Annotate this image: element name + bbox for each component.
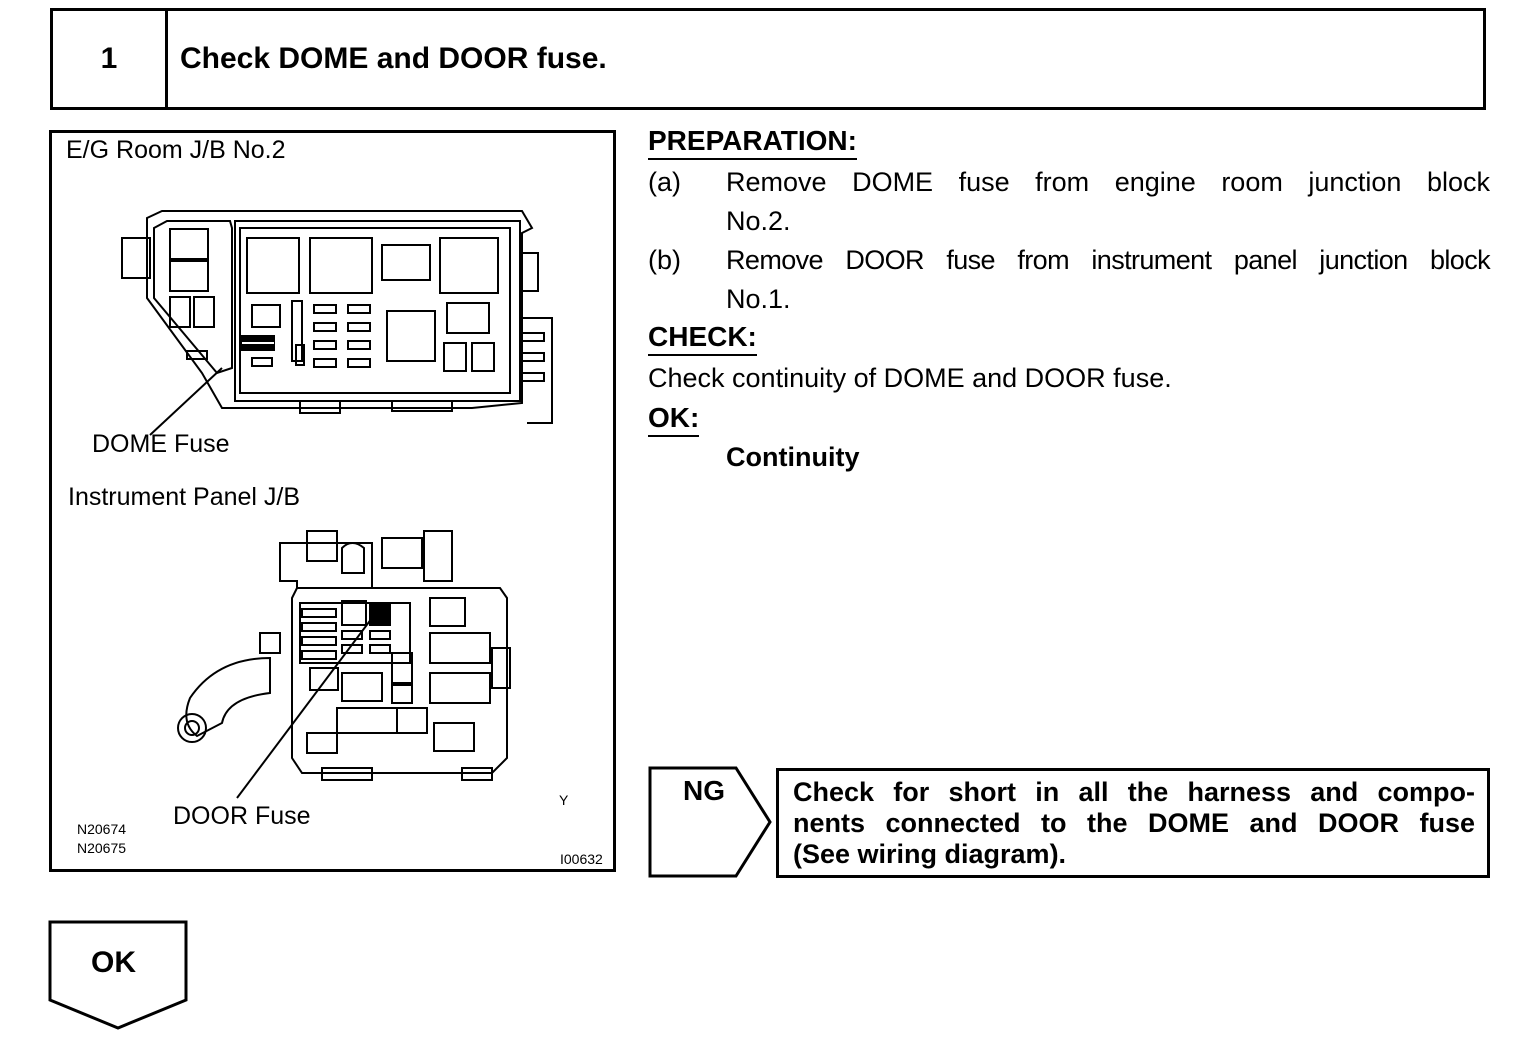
ok-arrow-shape	[48, 920, 188, 1030]
preparation-heading: PREPARATION:	[648, 125, 857, 160]
figure-ref-y: Y	[559, 792, 569, 808]
junction-block-illustration	[121, 210, 553, 799]
label-door-fuse: DOOR Fuse	[173, 802, 311, 830]
check-heading: CHECK:	[648, 321, 757, 356]
engine-room-junction-block-drawing	[121, 210, 553, 436]
figure-ref-2: N20675	[77, 840, 127, 856]
ng-arrow-shape	[648, 766, 772, 878]
prep-item-b-text-cont: No.1.	[726, 284, 791, 314]
prep-item-a-text: Remove DOME fuse from engine room juncti…	[726, 167, 1490, 197]
fuse-location-figure: E/G Room J/B No.2 DOME Fuse Instrument P…	[49, 130, 616, 872]
ng-label: NG	[683, 775, 725, 806]
figure-ref-1: N20674	[77, 821, 127, 837]
ok-value: Continuity	[726, 442, 860, 472]
ng-action-box: Check for short in all the harness and c…	[776, 768, 1490, 878]
ng-action-line-3: (See wiring diagram).	[793, 839, 1067, 869]
prep-item-a-text-cont: No.2.	[726, 206, 791, 236]
step-title: Check DOME and DOOR fuse.	[180, 42, 607, 75]
label-eg-room-jb: E/G Room J/B No.2	[66, 136, 286, 164]
ok-arrow-label: OK	[91, 946, 136, 979]
instrument-panel-junction-block-drawing	[177, 530, 511, 799]
figure-ref-code: I00632	[560, 851, 603, 867]
step-header: 1 Check DOME and DOOR fuse.	[50, 8, 1486, 110]
prep-item-b-text: Remove DOOR fuse from instrument panel j…	[726, 245, 1491, 275]
ng-action-line-2: nents connected to the DOME and DOOR fus…	[793, 808, 1475, 838]
prep-item-b-marker: (b)	[648, 245, 681, 275]
label-dome-fuse: DOME Fuse	[92, 430, 230, 458]
ok-heading: OK:	[648, 402, 700, 437]
label-instrument-panel-jb: Instrument Panel J/B	[68, 483, 301, 511]
check-text: Check continuity of DOME and DOOR fuse.	[648, 363, 1172, 393]
prep-item-a-marker: (a)	[648, 167, 681, 197]
ng-action-line-1: Check for short in all the harness and c…	[793, 777, 1475, 807]
step-number: 1	[53, 11, 168, 107]
